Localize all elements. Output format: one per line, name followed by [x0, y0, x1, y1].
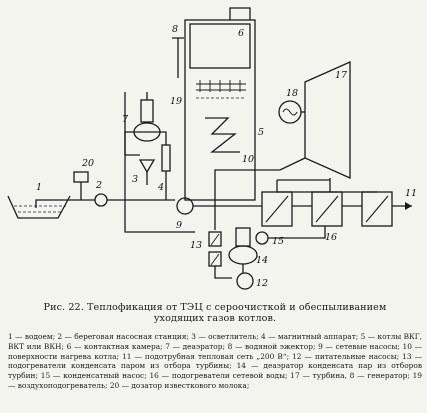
label-10: 10 — [242, 154, 254, 165]
label-4: 4 — [157, 182, 164, 193]
label-16: 16 — [325, 232, 337, 243]
water-ejector — [172, 37, 184, 78]
caption-line-2: уходящих газов котлов. — [153, 313, 277, 324]
label-7: 7 — [122, 114, 129, 125]
figure-caption: Рис. 22. Теплофикация от ТЭЦ с сероочист… — [10, 302, 420, 324]
label-13: 13 — [190, 240, 202, 251]
boiler-heating-surfaces — [205, 117, 240, 153]
air-preheater — [196, 80, 246, 92]
figure-legend: 1 — водоем; 2 — береговая насосная станц… — [8, 332, 422, 390]
boiler — [184, 19, 256, 201]
label-1: 1 — [36, 182, 42, 193]
feed-pumps — [236, 272, 254, 290]
clarifier — [138, 159, 156, 174]
condensate-heater-1 — [208, 231, 222, 247]
heat-supply-scheme: 1 2 3 4 5 6 7 8 9 10 11 12 13 14 15 16 1… — [7, 7, 417, 290]
label-11: 11 — [405, 188, 417, 199]
label-6: 6 — [238, 28, 244, 39]
label-12: 12 — [256, 278, 268, 289]
contact-chamber — [189, 23, 251, 69]
label-5: 5 — [258, 127, 264, 138]
label-2: 2 — [95, 180, 102, 191]
label-19: 19 — [170, 96, 182, 107]
reservoir — [7, 195, 71, 219]
label-8: 8 — [172, 24, 178, 35]
label-18: 18 — [286, 88, 298, 99]
condensate-pump — [255, 231, 269, 245]
magnetic-apparatus — [161, 144, 171, 172]
intake-pipe — [35, 199, 95, 208]
reservoir-water-hatching — [14, 205, 66, 213]
coastal-pump-station — [94, 193, 108, 207]
turbine — [304, 60, 351, 180]
caption-line-1: Рис. 22. Теплофикация от ТЭЦ с сероочист… — [43, 302, 387, 313]
label-20: 20 — [81, 158, 94, 169]
lime-milk-dosing-unit — [73, 171, 89, 183]
label-14: 14 — [256, 255, 268, 266]
condensate-deaerator — [228, 245, 258, 265]
label-17: 17 — [335, 70, 348, 81]
label-9: 9 — [176, 220, 182, 231]
label-3: 3 — [132, 174, 138, 185]
label-15: 15 — [272, 236, 284, 247]
